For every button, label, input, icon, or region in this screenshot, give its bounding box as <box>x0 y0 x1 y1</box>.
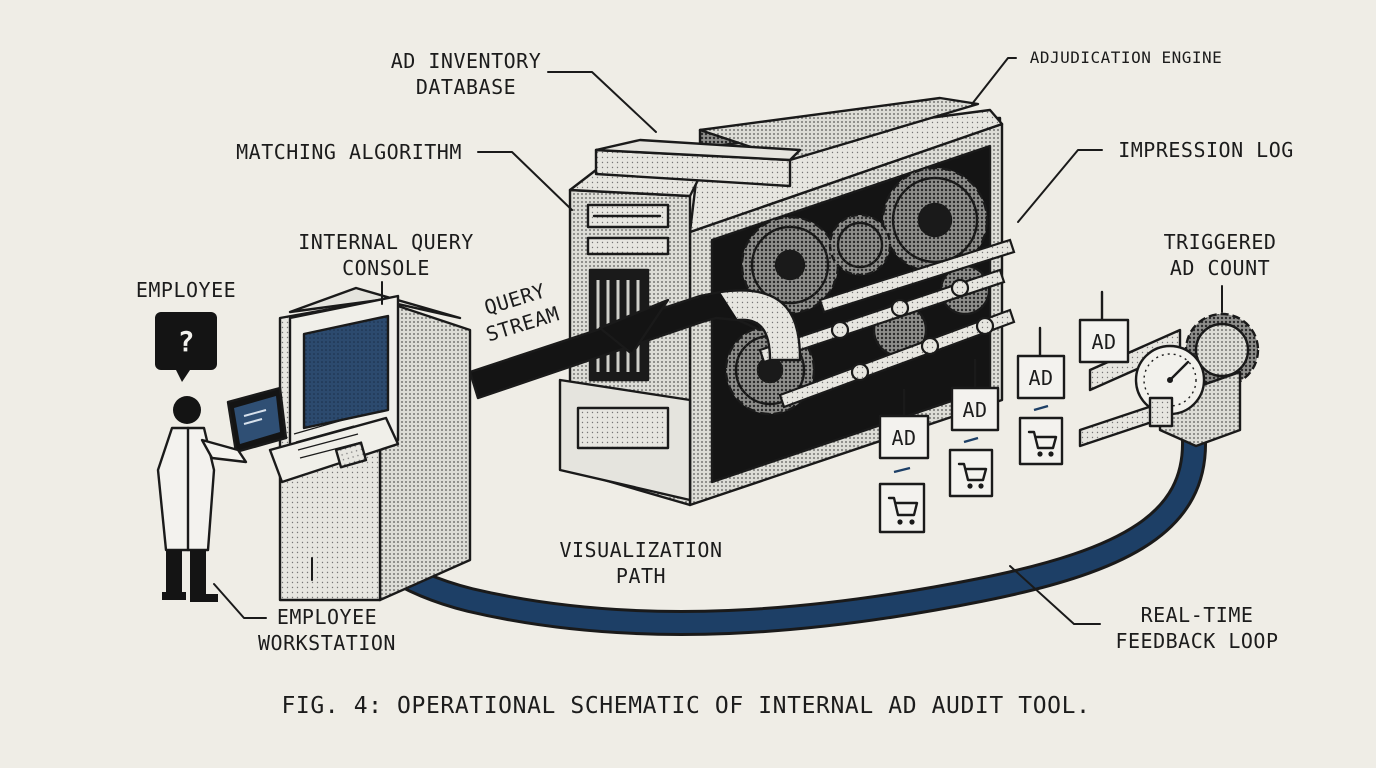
label-ad-inventory-database: AD INVENTORY DATABASE <box>391 49 542 99</box>
question-speech-bubble: ? <box>155 312 217 382</box>
label-triggered-ad-count: TRIGGERED AD COUNT <box>1164 230 1277 280</box>
svg-text:AD: AD <box>1028 366 1053 390</box>
query-stream-arrow <box>468 288 802 400</box>
cart-icon <box>948 436 994 498</box>
svg-text:WORKSTATION: WORKSTATION <box>258 631 396 655</box>
triggered-ad-count-gauge <box>1078 312 1260 448</box>
cart-icon <box>878 466 926 534</box>
adjudication-engine-machine <box>558 96 1016 507</box>
label-query-stream: QUERY STREAM <box>481 278 562 346</box>
figure-caption: FIG. 4: OPERATIONAL SCHEMATIC OF INTERNA… <box>281 693 1090 719</box>
svg-text:VISUALIZATION: VISUALIZATION <box>559 538 722 562</box>
label-real-time-feedback-loop: REAL-TIME FEEDBACK LOOP <box>1115 603 1278 653</box>
svg-text:INTERNAL QUERY: INTERNAL QUERY <box>298 230 474 254</box>
label-employee: EMPLOYEE <box>136 278 236 302</box>
label-employee-workstation: EMPLOYEE WORKSTATION <box>258 605 396 655</box>
svg-text:CONSOLE: CONSOLE <box>342 256 430 280</box>
label-adjudication-engine: ADJUDICATION ENGINE <box>1030 48 1223 67</box>
cart-icon <box>1018 404 1064 466</box>
svg-text:AD INVENTORY: AD INVENTORY <box>391 49 542 73</box>
linkage-rods <box>758 238 1016 409</box>
svg-text:EMPLOYEE: EMPLOYEE <box>277 605 377 629</box>
svg-text:AD COUNT: AD COUNT <box>1170 256 1270 280</box>
gear-cluster <box>724 166 991 416</box>
internal-query-console <box>268 286 472 602</box>
ad-tag-2: AD <box>1016 326 1066 400</box>
svg-text:AD: AD <box>891 426 916 450</box>
leader-lines <box>213 57 1223 625</box>
svg-text:FEEDBACK LOOP: FEEDBACK LOOP <box>1115 629 1278 653</box>
cart-icons <box>878 404 1064 534</box>
svg-text:REAL-TIME: REAL-TIME <box>1141 603 1254 627</box>
svg-text:TRIGGERED: TRIGGERED <box>1164 230 1277 254</box>
svg-text:AD: AD <box>1091 330 1116 354</box>
svg-text:AD: AD <box>962 398 987 422</box>
svg-text:DATABASE: DATABASE <box>416 75 516 99</box>
label-visualization-path: VISUALIZATION PATH <box>559 538 722 588</box>
ad-tag-1: AD <box>1078 290 1130 364</box>
label-internal-query-console: INTERNAL QUERY CONSOLE <box>298 230 474 280</box>
employee-figure <box>156 386 288 602</box>
ad-tag-3: AD <box>950 358 1000 432</box>
question-mark-icon: ? <box>178 325 195 358</box>
ad-tag-4: AD <box>878 388 930 460</box>
ad-tags: AD AD AD AD <box>878 290 1130 460</box>
svg-text:PATH: PATH <box>616 564 666 588</box>
label-impression-log: IMPRESSION LOG <box>1118 138 1294 162</box>
label-matching-algorithm: MATCHING ALGORITHM <box>236 140 462 164</box>
